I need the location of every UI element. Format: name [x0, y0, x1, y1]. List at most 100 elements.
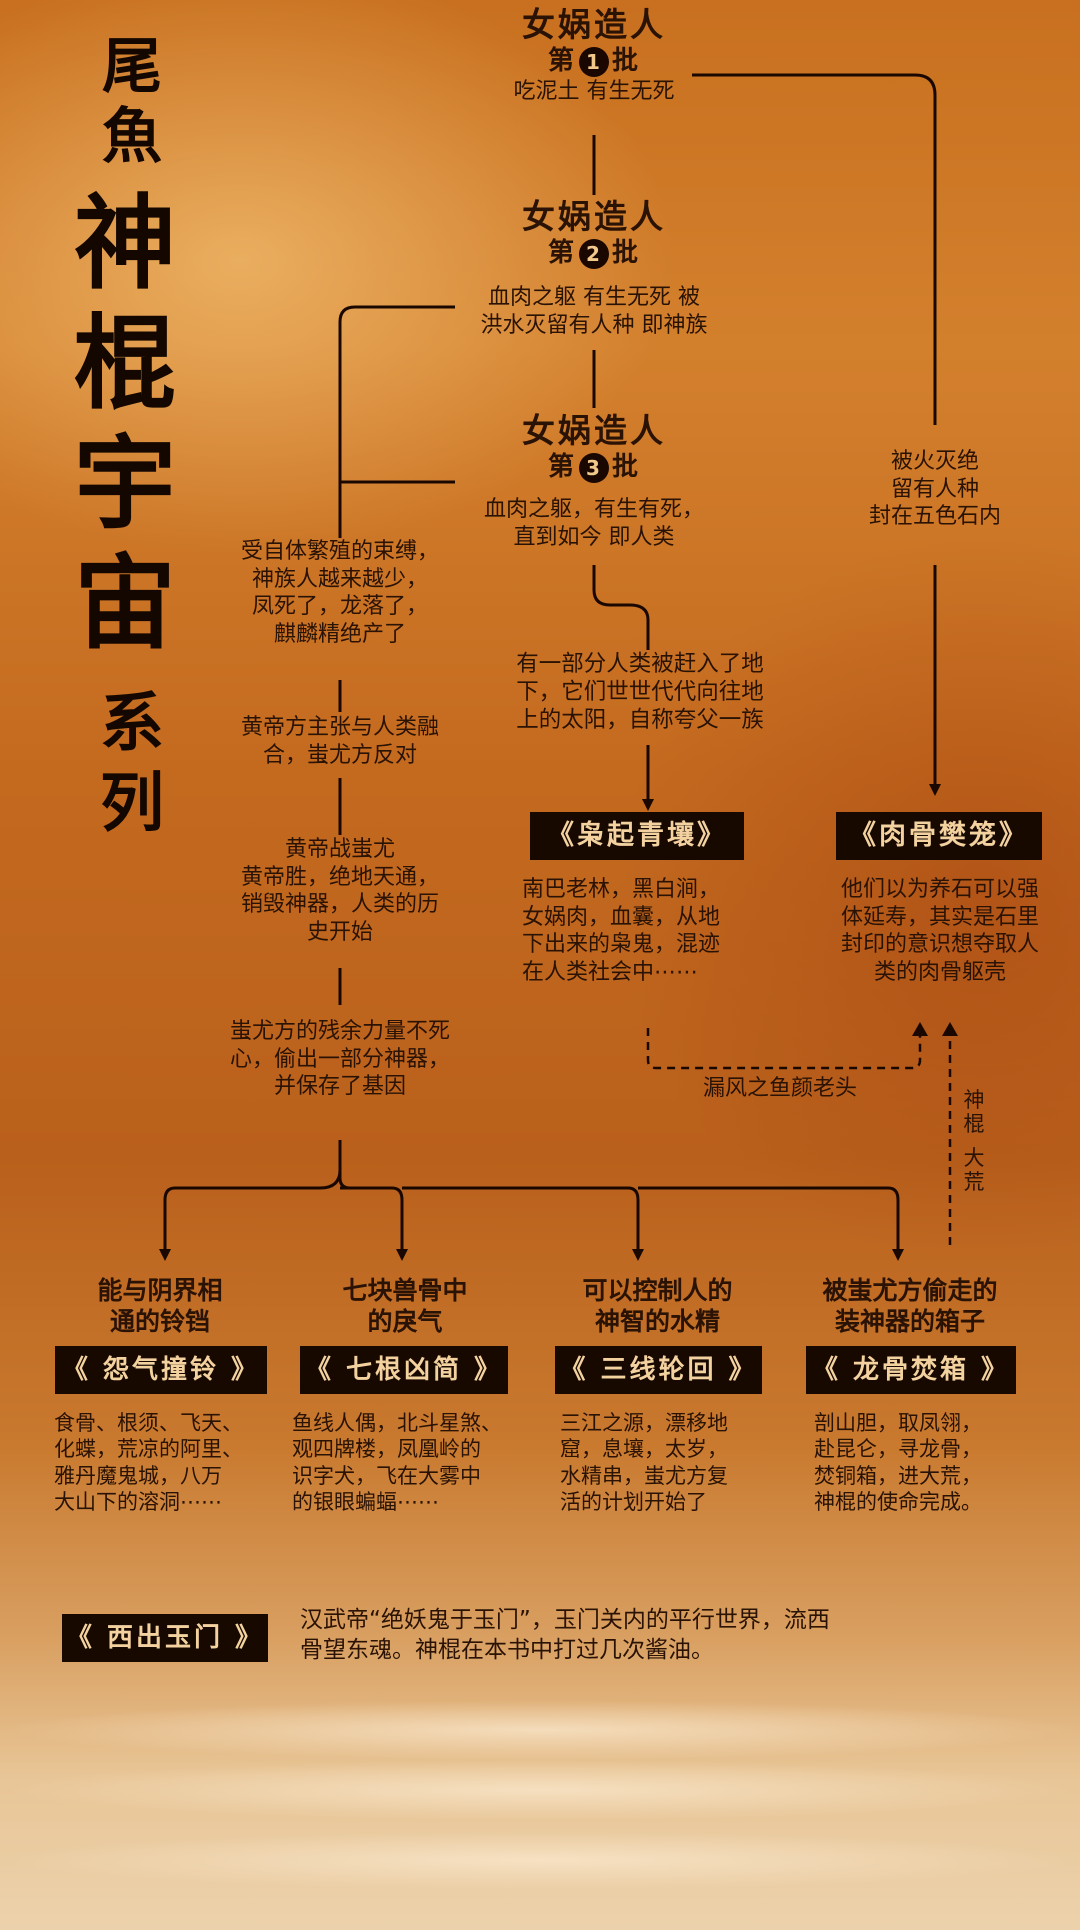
book-desc-line: 赴昆仑，寻龙骨，	[814, 1437, 982, 1462]
note-line: 上的太阳，自称夸父一族	[516, 707, 764, 734]
line-batch1-fire	[692, 73, 937, 425]
chain-line: 凤死了，龙落了，	[251, 594, 428, 619]
chain-line: 蚩尤方的残余力量不死	[229, 1019, 450, 1044]
batch-num-prefix: 第	[547, 452, 576, 483]
batch-num-circle: 2	[579, 238, 609, 269]
note-line: 下，它们世世代代向往地	[516, 679, 764, 706]
book-title-sanxian: 《 三线轮回 》	[555, 1346, 762, 1394]
book-desc-line: 骨望东魂。神棍在本书中打过几次酱油。	[300, 1636, 714, 1663]
chain-line: 黄帝胜，绝地天通，	[240, 864, 439, 890]
chain-line: 心，偷出一部分神器，	[229, 1046, 450, 1072]
book-desc-line: 雅丹魔鬼城，八万	[54, 1463, 222, 1488]
title-tail-char: 列	[100, 766, 164, 841]
category-line: 的戾气	[367, 1307, 443, 1337]
book-desc-line: 在人类社会中⋯⋯	[522, 959, 699, 985]
title-main-char: 宇	[74, 424, 176, 544]
chain-line: 受自体繁殖的束缚，	[240, 539, 439, 564]
batch-num-circle: 1	[579, 46, 609, 77]
book-desc-line: 三江之源，漂移地	[560, 1411, 728, 1435]
category-line: 可以控制人的	[582, 1276, 733, 1305]
batch-name: 女娲造人	[522, 197, 666, 236]
book-desc-line: 鱼线人偶，北斗星煞、	[292, 1411, 502, 1435]
batch-num-circle: 3	[579, 452, 609, 483]
book-desc-line: 焚铜箱，进大荒，	[814, 1463, 982, 1488]
vertical-char: 荒	[963, 1170, 985, 1195]
batch-name: 女娲造人	[522, 411, 666, 450]
book-desc-qigen: 鱼线人偶，北斗星煞、 观四牌楼，凤凰岭的 识字犬，飞在大雾中 的银眼蝙蝠⋯⋯	[292, 1410, 522, 1515]
batch-num-prefix: 第	[547, 238, 576, 269]
chain-line: 黄帝战蚩尤	[284, 837, 395, 862]
category-line: 七块兽骨中	[342, 1276, 468, 1305]
bracket-left	[338, 305, 455, 538]
title-main-char: 宙	[74, 544, 176, 664]
book-desc-line: 剖山胆，取凤翎，	[814, 1411, 982, 1435]
line-batch3-underground	[592, 565, 650, 650]
arrow-yuanqi	[159, 1169, 342, 1261]
book-desc-xichu: 汉武帝“绝妖鬼于玉门”，玉门关内的平行世界，流西 骨望东魂。神棍在本书中打过几次…	[300, 1606, 1020, 1666]
cloud-band	[0, 1830, 1080, 1890]
connector-label: 漏风之鱼颜老头	[702, 1076, 857, 1101]
left-chain-step-3: 黄帝战蚩尤 黄帝胜，绝地天通， 销毁神器，人类的历 史开始	[200, 836, 480, 946]
category-line: 神智的水精	[594, 1307, 720, 1337]
underground-note: 有一部分人类被赶入了地 下，它们世世代代向往地 上的太阳，自称夸父一族	[490, 650, 790, 734]
book-desc-line: 类的肉骨躯壳	[873, 959, 1006, 985]
vertical-char: 神	[963, 1088, 985, 1112]
title-author-char: 魚	[102, 102, 162, 172]
note-line: 留有人种	[890, 476, 979, 502]
book-desc-line: 观四牌楼，凤凰岭的	[292, 1437, 481, 1462]
book-desc-line: 活的计划开始了	[560, 1489, 707, 1514]
book-desc-rougu: 他们以为养石可以强 体延寿，其实是石里 封印的意识想夺取人 类的肉骨躯壳	[815, 876, 1065, 986]
chain-line: 黄帝方主张与人类融	[240, 715, 439, 740]
vertical-char: 大	[963, 1146, 985, 1171]
dashed-connector	[646, 1028, 922, 1070]
book-desc-line: 大山下的溶洞⋯⋯	[54, 1489, 222, 1514]
book-desc-sanxian: 三江之源，漂移地 窟，息壤，太岁， 水精串，蚩尤方复 活的计划开始了	[560, 1410, 780, 1515]
chain-line: 合，蚩尤方反对	[262, 742, 417, 768]
book-title-xiaoqi: 《枭起青壤》	[530, 812, 744, 860]
title-author-char: 尾	[102, 32, 162, 102]
book-desc-line: 化蝶，荒凉的阿里、	[54, 1437, 243, 1462]
cloud-band	[0, 1760, 1080, 1820]
book-desc-longgu: 剖山胆，取凤翎， 赴昆仑，寻龙骨， 焚铜箱，进大荒， 神棍的使命完成。	[814, 1410, 1034, 1515]
book-category-longgu: 被蚩尤方偷走的 装神器的箱子	[785, 1275, 1035, 1338]
cloud-band	[0, 1700, 1080, 1760]
book-desc-line: 汉武帝“绝妖鬼于玉门”，玉门关内的平行世界，流西	[300, 1607, 830, 1633]
chain-line: 并保存了基因	[273, 1074, 406, 1099]
batch-name: 女娲造人	[522, 5, 666, 44]
book-desc-line: 南巴老林，黑白涧，	[522, 877, 721, 902]
vertical-label: 神 棍 大 荒	[962, 1088, 986, 1195]
book-title-xichu: 《 西出玉门 》	[62, 1614, 268, 1662]
book-desc-line: 他们以为养石可以强	[840, 877, 1039, 902]
batch-desc-line: 血肉之躯，有生有死，	[483, 497, 704, 522]
chain-line: 销毁神器，人类的历	[240, 892, 439, 917]
vertical-char: 棍	[963, 1112, 985, 1137]
book-title-rougu: 《肉骨樊笼》	[836, 812, 1042, 860]
chain-line: 麒麟精绝产了	[273, 621, 406, 647]
title-main-char: 神	[74, 184, 176, 304]
left-chain-step-2: 黄帝方主张与人类融 合，蚩尤方反对	[200, 714, 480, 769]
batch-desc-line: 吃泥土 有生无死	[513, 78, 675, 104]
batch-num-suffix: 批	[612, 452, 641, 483]
book-desc-line: 封印的意识想夺取人	[840, 932, 1039, 957]
note-line: 封在五色石内	[868, 504, 1001, 529]
title-main-char: 棍	[74, 304, 176, 424]
category-line: 通的铃铛	[109, 1307, 210, 1337]
title-tail-char: 系	[100, 686, 164, 761]
book-desc-line: 的银眼蝙蝠⋯⋯	[292, 1489, 439, 1514]
book-title-yuanqi: 《 怨气撞铃 》	[55, 1346, 267, 1394]
book-desc-line: 女娲肉，血囊，从地	[522, 904, 721, 930]
vertical-gap	[962, 1136, 986, 1146]
book-title-longgu: 《 龙骨焚箱 》	[806, 1346, 1016, 1394]
book-desc-line: 神棍的使命完成。	[814, 1489, 982, 1514]
book-category-qigen: 七块兽骨中 的戾气	[300, 1275, 510, 1338]
batch-desc-line: 直到如今 即人类	[513, 524, 675, 550]
book-desc-line: 水精串，蚩尤方复	[560, 1463, 728, 1488]
book-category-sanxian: 可以控制人的 神智的水精	[545, 1275, 770, 1338]
note-line: 被火灭绝	[890, 449, 979, 474]
